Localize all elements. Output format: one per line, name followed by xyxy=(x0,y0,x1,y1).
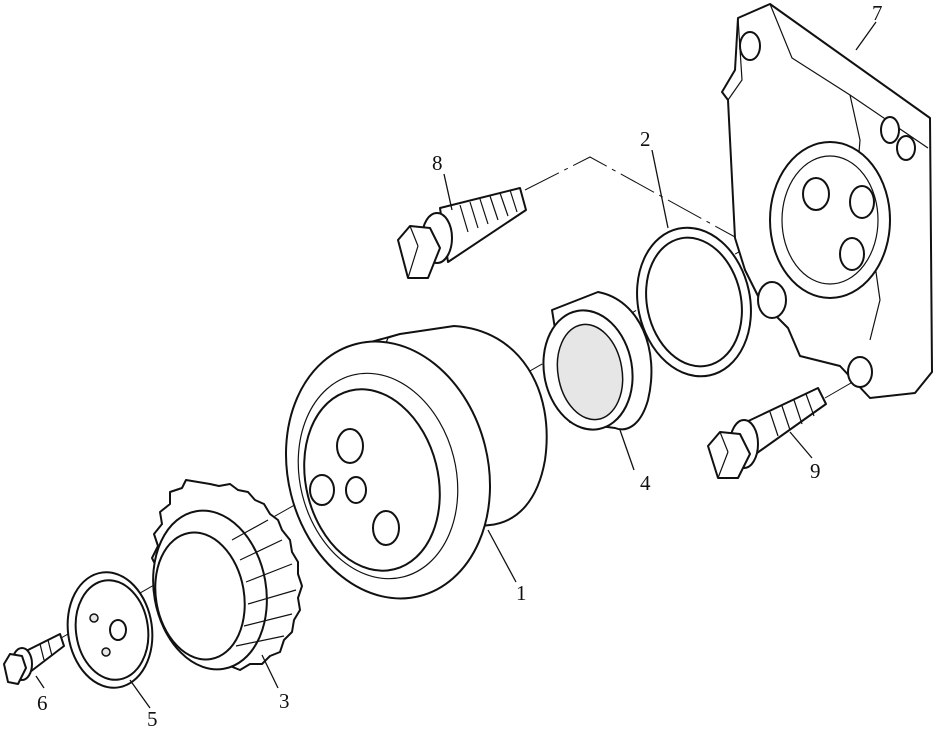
flange-bolt-lower xyxy=(707,387,827,479)
callout-8: 8 xyxy=(432,151,443,175)
spur-gear xyxy=(151,479,303,671)
o-ring xyxy=(636,226,752,378)
callout-5: 5 xyxy=(147,707,158,731)
callout-2: 2 xyxy=(640,127,651,151)
flange-bolt-small xyxy=(3,633,65,685)
callout-7: 7 xyxy=(872,1,883,25)
leader-lines xyxy=(35,21,877,709)
callout-3: 3 xyxy=(279,689,290,713)
thrust-washer xyxy=(66,571,154,689)
callout-4: 4 xyxy=(640,471,651,495)
bushing xyxy=(542,291,653,431)
callout-6: 6 xyxy=(37,691,48,715)
callout-1: 1 xyxy=(516,581,527,605)
callouts: 1 2 3 4 5 6 7 8 9 xyxy=(37,1,883,731)
callout-9: 9 xyxy=(810,459,821,483)
flange-bolt-upper xyxy=(397,187,527,279)
mounting-plate xyxy=(721,3,933,399)
pump-body xyxy=(285,325,548,600)
